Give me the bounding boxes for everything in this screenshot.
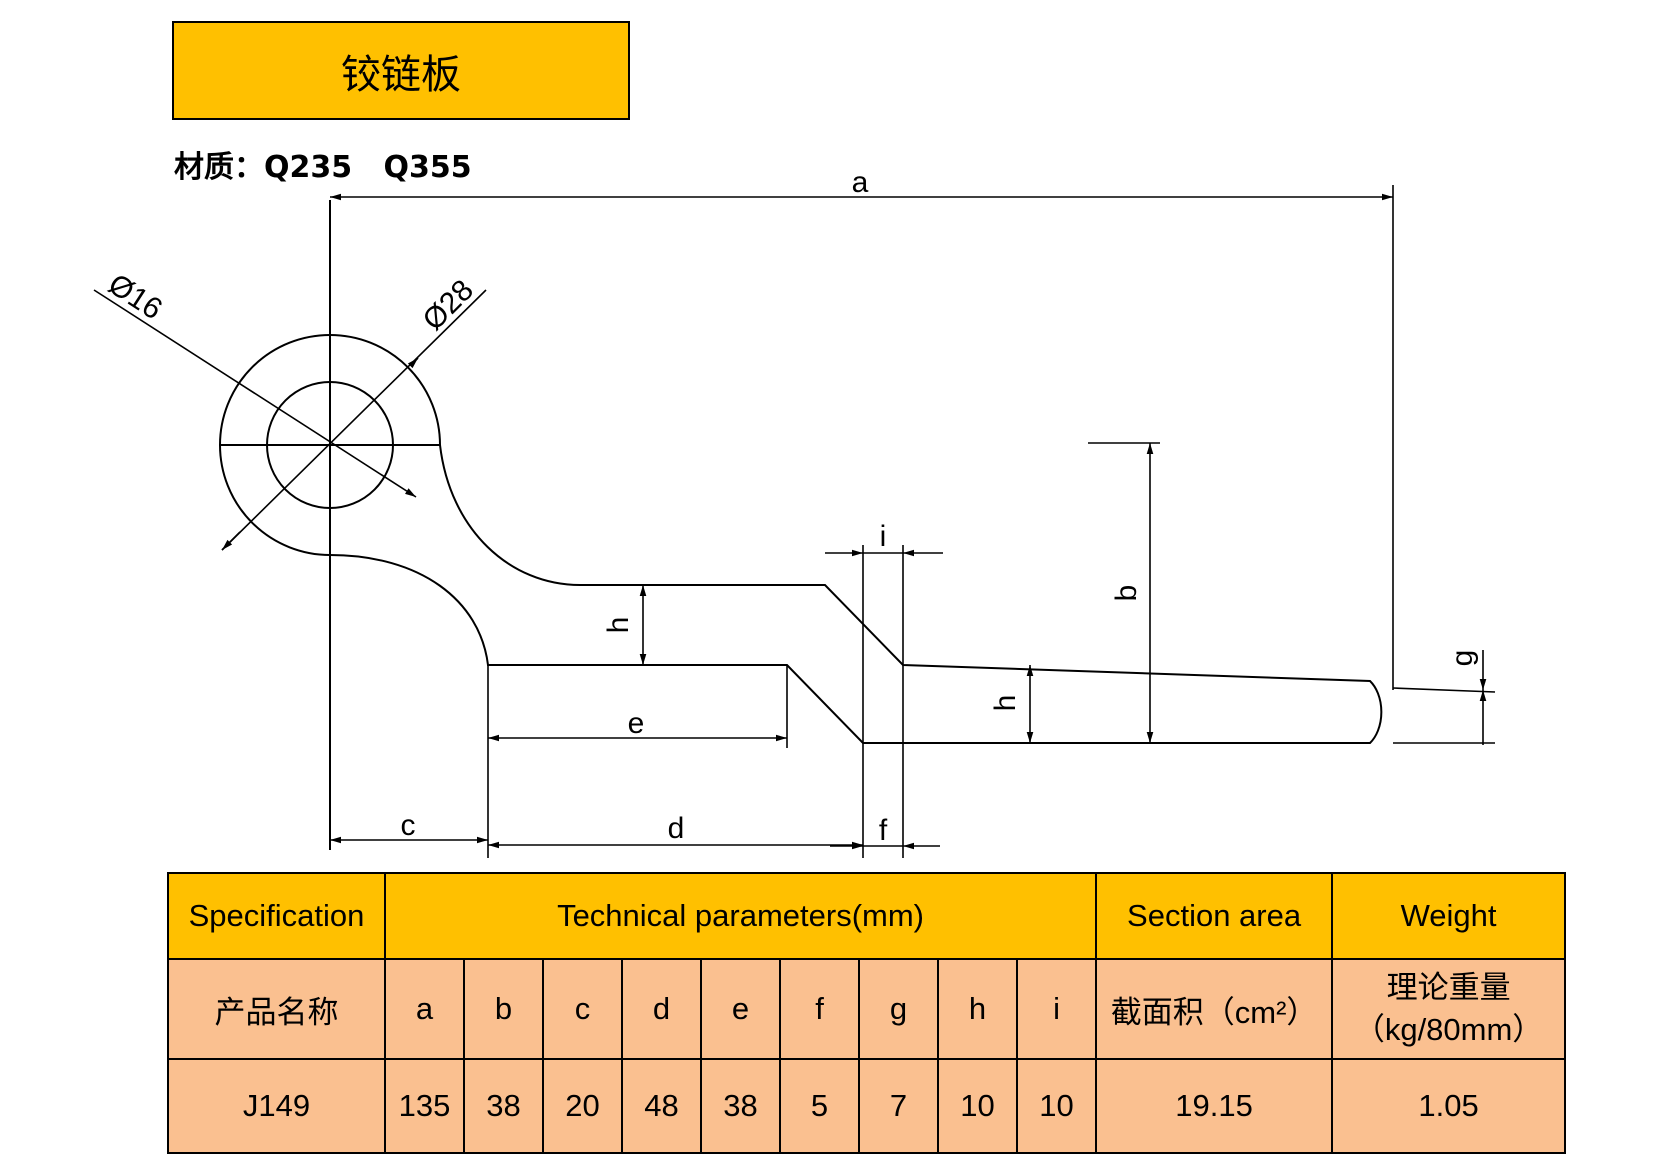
dim-i-label: i — [880, 520, 887, 553]
dim-b-label: b — [1110, 585, 1143, 602]
param-value: 38 — [700, 1058, 781, 1154]
header-weight: Weight — [1331, 872, 1567, 960]
param-value: 7 — [858, 1058, 939, 1154]
subheader-weight: 理论重量 （kg/80mm） — [1331, 958, 1567, 1060]
subheader-weight-line2: （kg/80mm） — [1353, 1012, 1544, 1047]
param-value: 10 — [1015, 1058, 1098, 1154]
dia28-label: Ø28 — [417, 274, 480, 337]
param-header: h — [937, 958, 1018, 1060]
dim-h-left-label: h — [602, 617, 635, 634]
param-value: 38 — [463, 1058, 544, 1154]
header-section-area: Section area — [1095, 872, 1334, 960]
table-header-row: Specification Technical parameters(mm) S… — [167, 872, 1567, 960]
subheader-weight-line1: 理论重量 — [1386, 970, 1511, 1005]
param-header: e — [700, 958, 781, 1060]
dim-h-right-label: h — [989, 695, 1022, 712]
dim-c-label: c — [401, 809, 416, 842]
page-title: 铰链板 — [341, 51, 461, 98]
param-header: d — [621, 958, 702, 1060]
dim-a-label: a — [852, 166, 869, 199]
dia16-leader — [93, 289, 417, 498]
subheader-product-name: 产品名称 — [167, 958, 386, 1060]
param-header: f — [779, 958, 860, 1060]
param-value: 135 — [384, 1058, 465, 1154]
dim-e-label: e — [628, 707, 645, 740]
title-box: 铰链板 — [172, 21, 630, 120]
param-value: 20 — [542, 1058, 623, 1154]
table-row: J149 135 38 20 48 38 5 7 10 10 19.15 1.0… — [167, 1058, 1567, 1154]
dim-f-label: f — [879, 814, 888, 847]
param-header: c — [542, 958, 623, 1060]
hinge-plate-drawing: a b c d e f g h h i Ø16 Ø28 — [93, 166, 1496, 858]
dim-g-label: g — [1446, 650, 1479, 667]
param-value: 48 — [621, 1058, 702, 1154]
param-header: g — [858, 958, 939, 1060]
subheader-section-area: 截面积（cm²） — [1095, 958, 1334, 1060]
dim-d-label: d — [668, 812, 685, 845]
param-header: b — [463, 958, 544, 1060]
spec-table: Specification Technical parameters(mm) S… — [167, 872, 1567, 1154]
header-specification: Specification — [167, 872, 386, 960]
part-outline — [219, 334, 1383, 744]
dia28-leader — [221, 289, 487, 551]
table-subheader-row: 产品名称 a b c d e f g h i 截面积（cm²） 理论重量 （kg… — [167, 958, 1567, 1060]
param-header: a — [384, 958, 465, 1060]
param-value: 10 — [937, 1058, 1018, 1154]
header-technical: Technical parameters(mm) — [383, 872, 1098, 960]
row-spec: J149 — [167, 1058, 386, 1154]
dia16-label: Ø16 — [102, 268, 168, 327]
param-header: i — [1015, 958, 1098, 1060]
material-label: 材质：Q235 Q355 — [174, 150, 472, 185]
row-weight: 1.05 — [1331, 1058, 1567, 1154]
param-value: 5 — [779, 1058, 860, 1154]
row-section-area: 19.15 — [1095, 1058, 1334, 1154]
